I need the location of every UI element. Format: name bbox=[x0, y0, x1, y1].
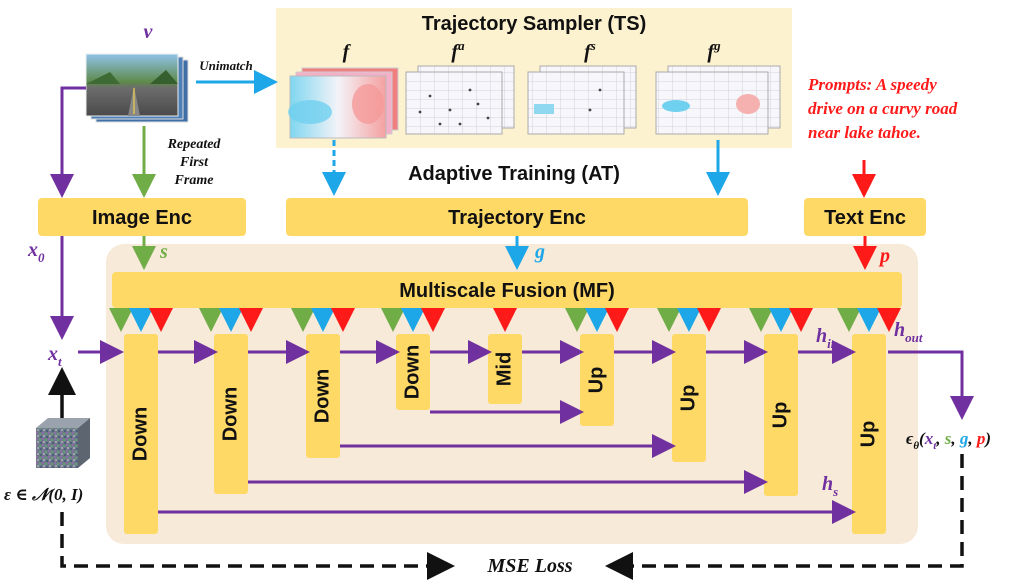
image-encoder-block bbox=[38, 198, 246, 236]
mse-left-arrow bbox=[60, 512, 455, 580]
h-in-symbol: hin bbox=[816, 325, 838, 351]
noise-cube-image bbox=[36, 418, 90, 468]
h-out-symbol: hout bbox=[894, 319, 923, 345]
unet-block-up-7 bbox=[672, 334, 706, 462]
unet-block-label: Down bbox=[129, 407, 151, 461]
svg-text:Repeated: Repeated bbox=[167, 137, 222, 152]
noise-label: ε ∈ 𝒩(0, I) bbox=[4, 485, 83, 504]
multiscale-fusion-label: Multiscale Fusion (MF) bbox=[399, 280, 615, 302]
trajectory-encoder-label: Trajectory Enc bbox=[448, 207, 586, 229]
unet-block-up-8 bbox=[764, 334, 798, 496]
g-symbol: g bbox=[534, 241, 545, 263]
unet-block-label: Up bbox=[677, 385, 699, 412]
image-encoder-label: Image Enc bbox=[92, 207, 192, 229]
video-to-image-enc-arrow bbox=[50, 86, 86, 198]
s-symbol: s bbox=[159, 241, 168, 263]
unet-block-label: Down bbox=[401, 345, 423, 399]
flow-fg-label: fg bbox=[707, 38, 721, 63]
xt-symbol: xt bbox=[47, 343, 62, 369]
mse-loss-label: MSE Loss bbox=[486, 555, 572, 577]
output-arrow bbox=[888, 350, 974, 420]
h-s-symbol: hs bbox=[822, 473, 838, 499]
svg-text:near lake tahoe.: near lake tahoe. bbox=[808, 123, 921, 142]
unet-block-label: Down bbox=[219, 387, 241, 441]
unimatch-label: Unimatch bbox=[199, 58, 252, 73]
unet-block-down-4 bbox=[396, 334, 430, 410]
adaptive-training-label: Adaptive Training (AT) bbox=[408, 163, 620, 185]
unet-block-mid-5 bbox=[488, 334, 522, 404]
flow-fa-label: fa bbox=[451, 38, 465, 63]
mse-right-arrow bbox=[605, 454, 964, 580]
flow-fs-label: fs bbox=[584, 38, 596, 63]
unet-block-label: Down bbox=[311, 369, 333, 423]
unet-block-down-2 bbox=[214, 334, 248, 494]
x0-symbol: x0 bbox=[27, 239, 45, 265]
video-frames-image bbox=[85, 53, 189, 123]
p-symbol: p bbox=[878, 245, 890, 267]
optical-flow-stack-image bbox=[288, 67, 399, 139]
multiscale-fusion-block bbox=[112, 272, 902, 308]
output-label: ϵθ(xt, s, g, p) bbox=[906, 429, 991, 452]
prompt-text: Prompts: A speedy drive on a curvy road … bbox=[807, 75, 958, 142]
flow-fg-grid bbox=[655, 65, 781, 135]
text-encoder-label: Text Enc bbox=[824, 207, 906, 229]
unet-block-label: Up bbox=[857, 421, 879, 448]
svg-text:First: First bbox=[179, 155, 209, 170]
unet-block-label: Up bbox=[769, 402, 791, 429]
unet-block-down-3 bbox=[306, 334, 340, 458]
unet-block-label: Up bbox=[585, 367, 607, 394]
text-encoder-block bbox=[804, 198, 926, 236]
unet-block-label: Mid bbox=[493, 352, 515, 386]
svg-text:drive on a curvy road: drive on a curvy road bbox=[808, 99, 958, 118]
svg-text:Prompts: A speedy: Prompts: A speedy bbox=[807, 75, 937, 94]
unet-block-up-9 bbox=[852, 334, 886, 534]
unet-block-up-6 bbox=[580, 334, 614, 426]
flow-fs-grid bbox=[527, 65, 637, 135]
unet-block-down-1 bbox=[124, 334, 158, 534]
repeated-first-frame-label: Repeated First Frame bbox=[167, 137, 222, 188]
svg-text:Frame: Frame bbox=[174, 173, 214, 188]
trajectory-sampler-title: Trajectory Sampler (TS) bbox=[422, 13, 647, 35]
flow-fa-grid bbox=[405, 65, 515, 135]
flow-f-label: f bbox=[343, 41, 352, 63]
trajectory-encoder-block bbox=[286, 198, 748, 236]
video-symbol: v bbox=[144, 21, 154, 43]
